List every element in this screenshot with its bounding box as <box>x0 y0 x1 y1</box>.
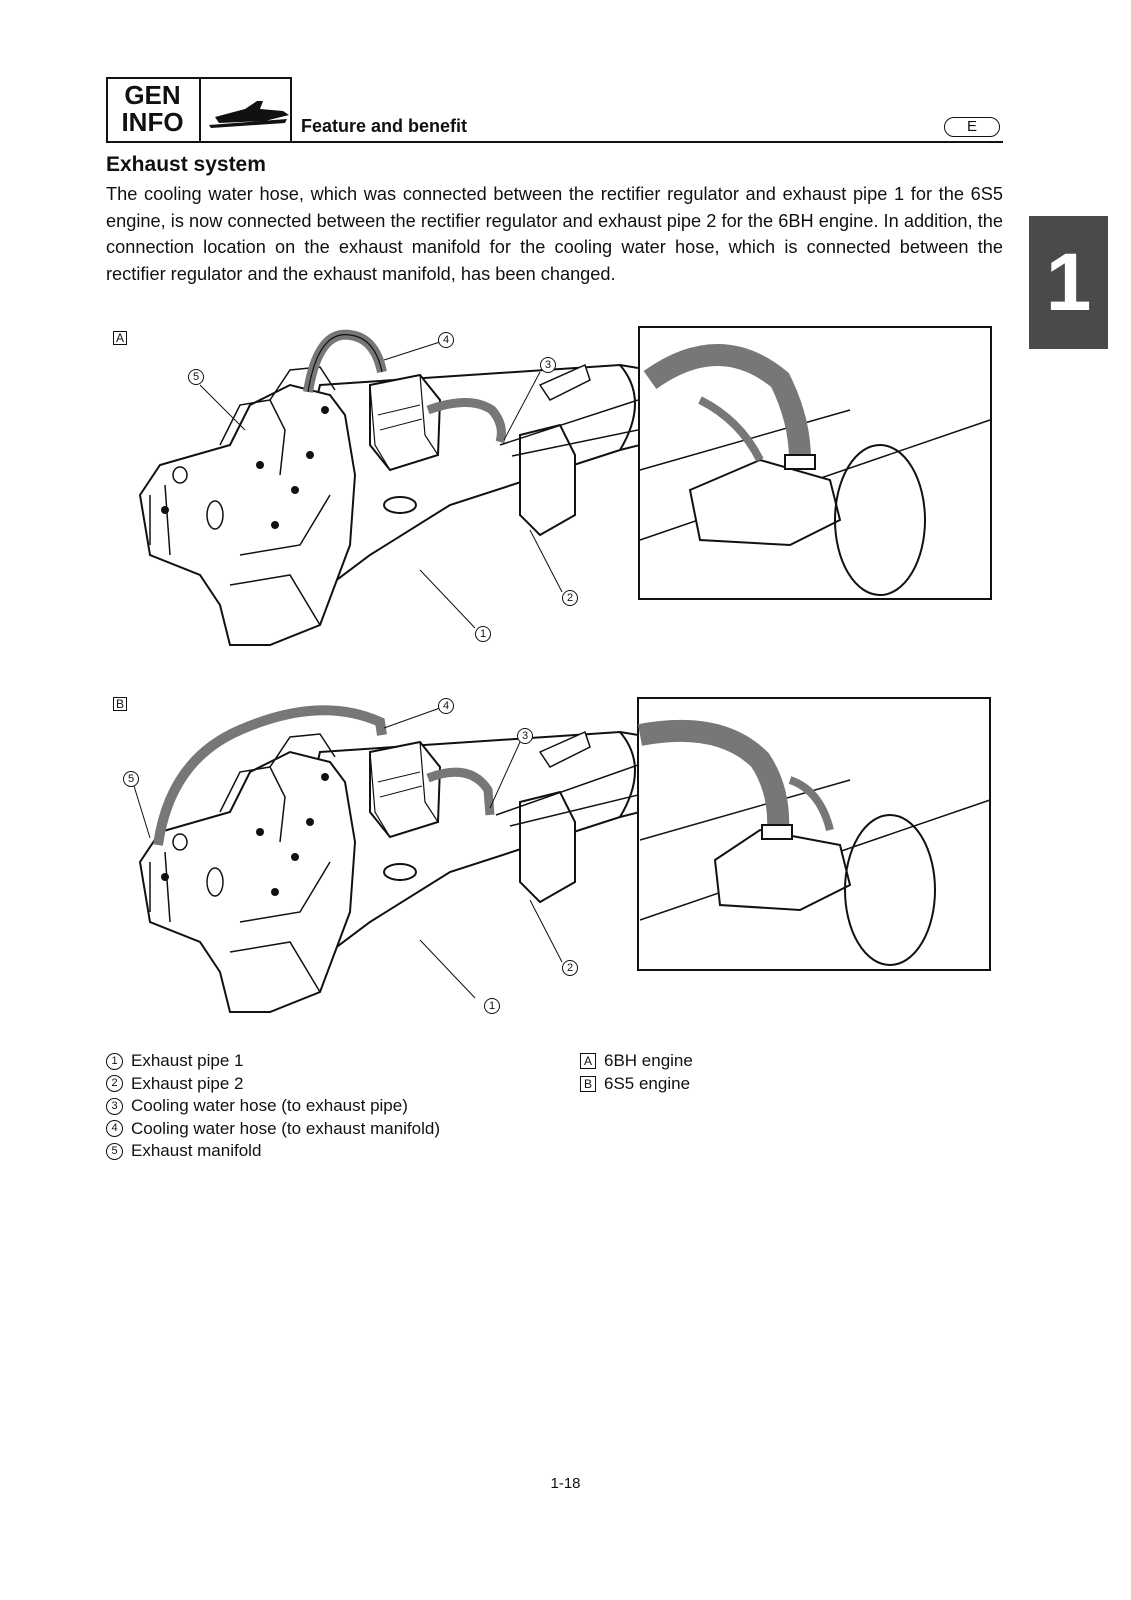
legend-number: 5 <box>106 1142 123 1160</box>
legend-text: 6BH engine <box>604 1051 693 1070</box>
callout-1: 1 <box>475 626 491 642</box>
legend-item: 1 Exhaust pipe 1 <box>106 1050 440 1073</box>
callout-2: 2 <box>562 590 578 606</box>
callout-3: 3 <box>517 728 533 744</box>
legend-item: B 6S5 engine <box>580 1073 693 1096</box>
callout-5: 5 <box>188 369 204 385</box>
legend-text: Cooling water hose (to exhaust pipe) <box>131 1096 408 1115</box>
section-body: The cooling water hose, which was connec… <box>106 184 1003 284</box>
callout-4: 4 <box>438 332 454 348</box>
legend-item: 3 Cooling water hose (to exhaust pipe) <box>106 1095 440 1118</box>
legend-label: B <box>580 1075 596 1092</box>
legend-text: Cooling water hose (to exhaust manifold) <box>131 1118 440 1138</box>
figure-b-label: B <box>113 697 127 711</box>
legend-number: 4 <box>106 1120 123 1138</box>
section-title: Exhaust system <box>106 153 266 176</box>
header-rule <box>106 141 1003 143</box>
figure-a-label: A <box>113 331 127 345</box>
legend-text: Exhaust pipe 1 <box>131 1051 244 1070</box>
legend-number: 3 <box>106 1097 123 1115</box>
legend-item: A 6BH engine <box>580 1050 693 1073</box>
engine-legend: A 6BH engine B 6S5 engine <box>580 1050 693 1095</box>
gen-info-label: GEN INFO <box>106 77 201 143</box>
legend-item: 2 Exhaust pipe 2 <box>106 1073 440 1096</box>
language-badge: E <box>944 117 1000 137</box>
info-line: INFO <box>121 107 184 137</box>
gen-line: GEN <box>124 80 181 110</box>
callout-1: 1 <box>484 998 500 1014</box>
legend-item: 4 Cooling water hose (to exhaust manifold… <box>106 1118 440 1141</box>
callout-4: 4 <box>438 698 454 714</box>
callout-3: 3 <box>540 357 556 373</box>
callout-5: 5 <box>123 771 139 787</box>
legend-text: 6S5 engine <box>604 1073 691 1093</box>
callout-2: 2 <box>562 960 578 976</box>
legend-text: Exhaust pipe 2 <box>131 1073 244 1093</box>
legend-number: 2 <box>106 1075 123 1093</box>
legend-text: Exhaust manifold <box>131 1141 262 1160</box>
legend-label: A <box>580 1053 596 1070</box>
legend-number: 1 <box>106 1052 123 1070</box>
chapter-tab: 1 <box>1029 216 1108 349</box>
page-number: 1-18 <box>550 1475 581 1492</box>
header-title: Feature and benefit <box>301 116 468 136</box>
legend-item: 5 Exhaust manifold <box>106 1140 440 1163</box>
